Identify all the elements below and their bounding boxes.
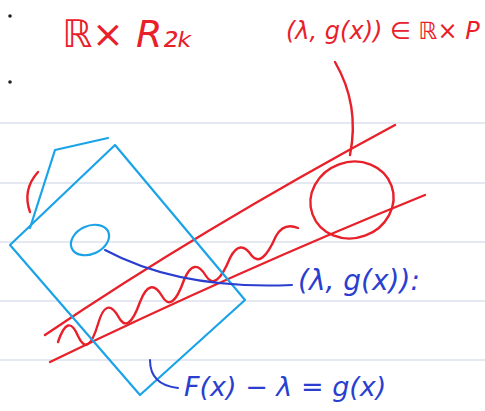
region-circle bbox=[300, 150, 405, 250]
space-label: ℝ× R₂ₖ bbox=[62, 14, 194, 56]
squiggle bbox=[58, 226, 298, 344]
point-label: (λ, g(x)): bbox=[298, 266, 420, 297]
dot bbox=[8, 14, 12, 18]
leader bbox=[105, 250, 292, 286]
equation-label: F(x) − λ = g(x) bbox=[184, 372, 386, 402]
dot bbox=[8, 80, 12, 84]
leader bbox=[335, 62, 353, 155]
point-label: (λ, g(x)) ∈ ℝ× P bbox=[286, 18, 480, 44]
cone-lower bbox=[50, 195, 425, 362]
leader bbox=[150, 360, 178, 388]
small-region bbox=[66, 219, 114, 261]
ruled-lines bbox=[0, 123, 485, 360]
box-edge bbox=[30, 138, 108, 228]
